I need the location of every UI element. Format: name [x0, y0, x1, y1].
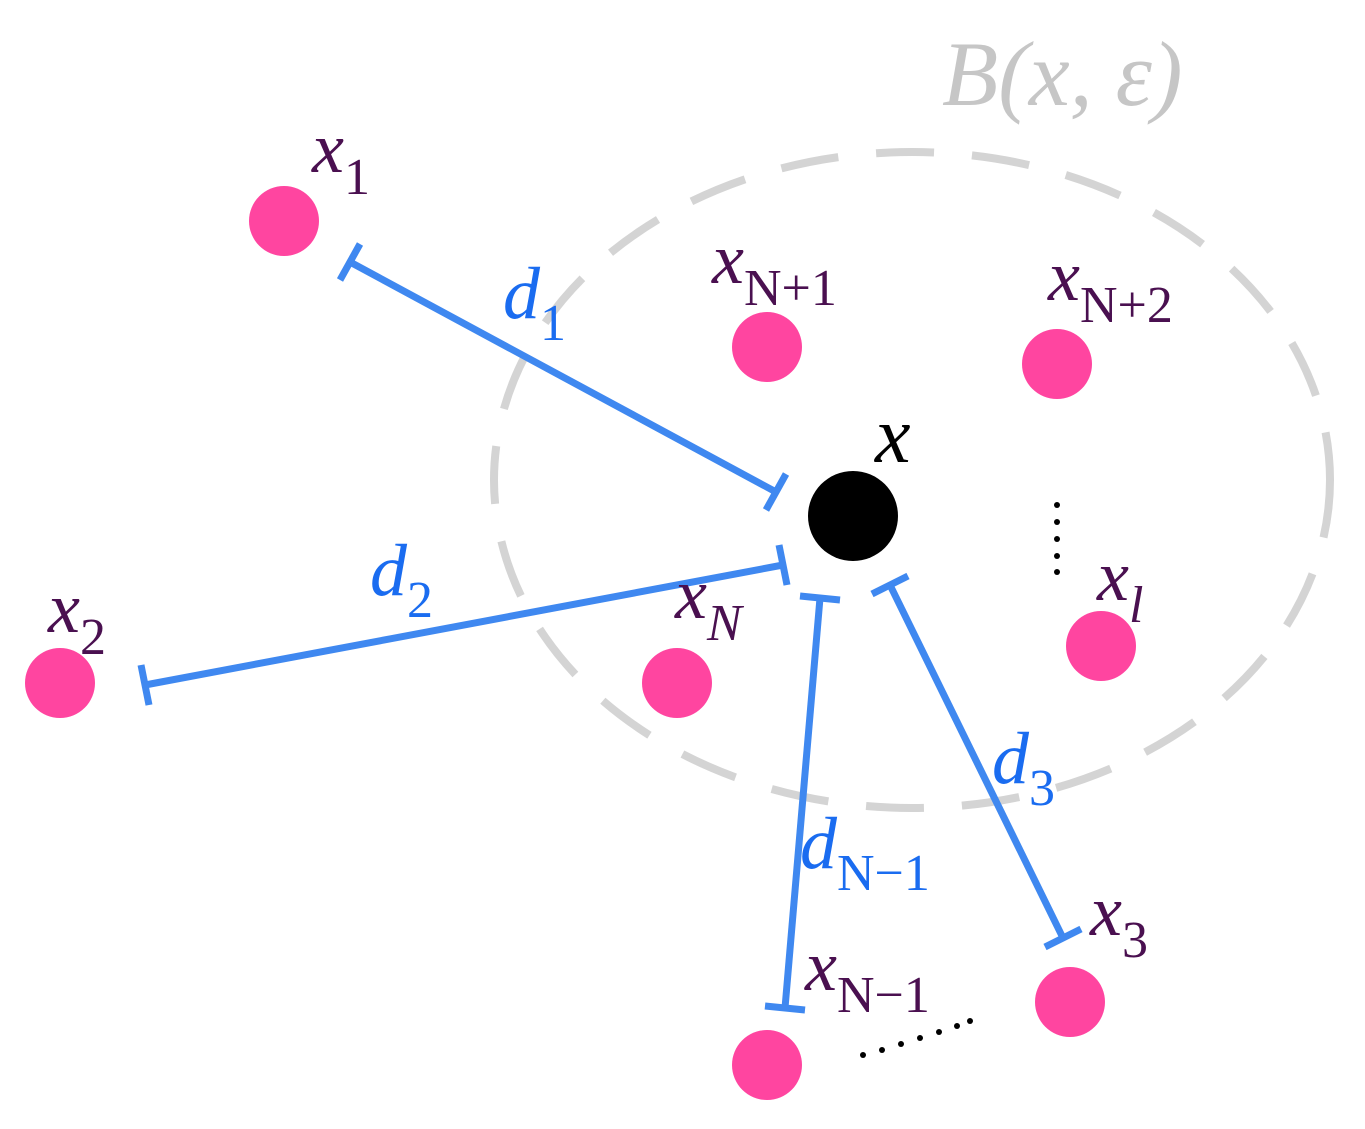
distance-segments — [137, 242, 1083, 1014]
segment-d1 — [336, 242, 790, 512]
point-x2 — [25, 648, 95, 718]
label-x2: x2 — [47, 568, 106, 666]
point-xN+1 — [732, 312, 802, 382]
point-xN — [642, 648, 712, 718]
segment-dN-1 — [764, 592, 841, 1014]
query-point-x — [808, 471, 898, 561]
label-x1: x1 — [311, 108, 370, 206]
label-xN+2: xN+2 — [1047, 236, 1173, 334]
label-xl: xl — [1096, 536, 1143, 634]
point-x3 — [1035, 967, 1105, 1037]
label-d1: d1 — [503, 253, 566, 352]
label-xN+1: xN+1 — [711, 219, 837, 317]
label-d2: d2 — [370, 530, 433, 629]
query-label: x — [874, 392, 911, 480]
label-xN-1: xN−1 — [804, 926, 930, 1024]
point-xN-1 — [732, 1030, 802, 1100]
label-x3: x3 — [1089, 871, 1148, 969]
point-x1 — [249, 186, 319, 256]
ellipsis-dots — [860, 502, 1060, 1058]
label-d3: d3 — [992, 718, 1055, 817]
label-xN: xN — [674, 554, 745, 652]
segment-d3 — [870, 572, 1083, 951]
label-dN-1: dN−1 — [800, 803, 930, 902]
epsilon-ball — [490, 148, 1334, 812]
segment-d2 — [137, 544, 791, 706]
point-xl — [1066, 611, 1136, 681]
ball-label: B(x, ε) — [942, 23, 1183, 125]
point-xN+2 — [1022, 329, 1092, 399]
data-points — [25, 186, 1136, 1100]
